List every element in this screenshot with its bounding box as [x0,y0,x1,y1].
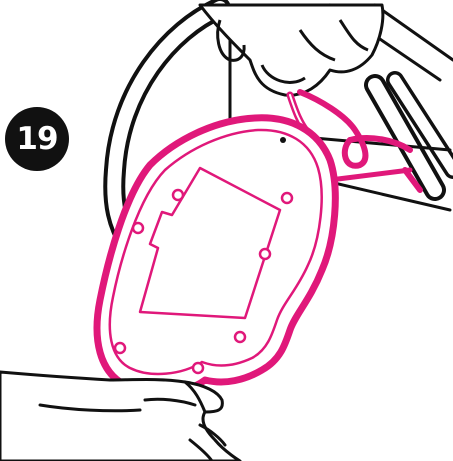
screw-hole [193,363,203,373]
screw-hole [260,249,270,259]
step-number-label: 19 [16,121,57,157]
screw-hole [173,190,183,200]
back-frame-bar [375,5,453,60]
step-number-badge: 19 [5,107,69,171]
screw-hole [282,193,292,203]
screw-hole [235,332,245,342]
tray-outer-edge [97,118,335,393]
lower-hand [0,372,240,461]
hinge-point [280,137,286,143]
screw-hole [133,223,143,233]
screw-hole [115,343,125,353]
tray-panel [97,118,335,393]
upper-hand [200,5,383,95]
